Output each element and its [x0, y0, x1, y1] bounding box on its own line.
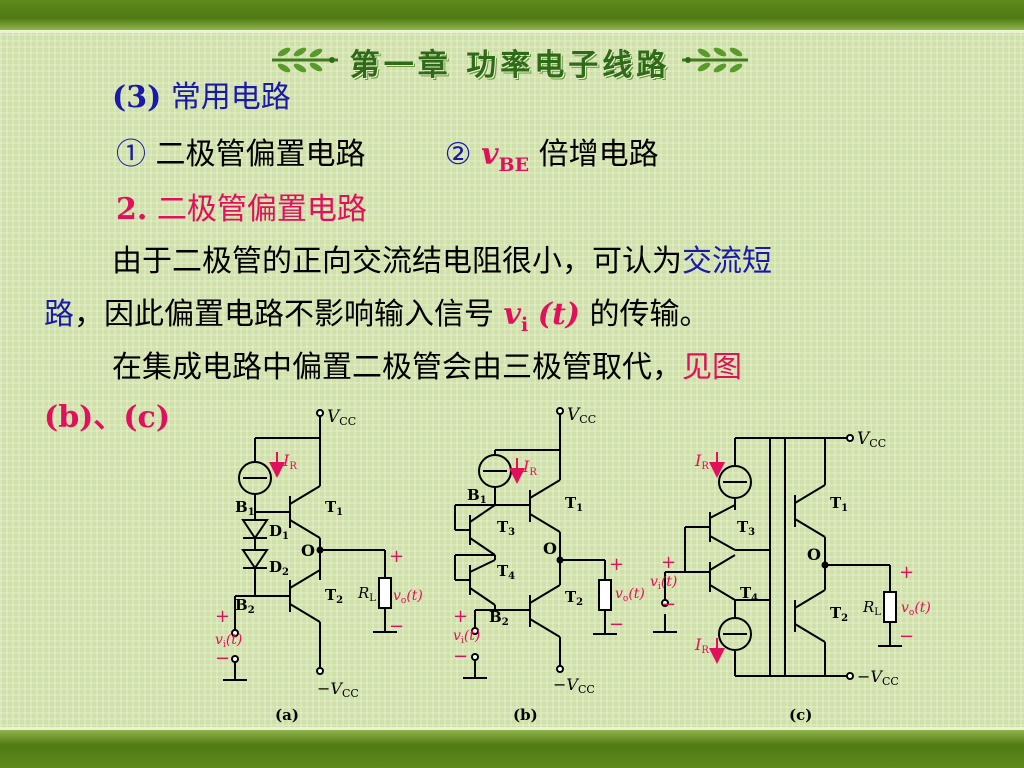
para1-part3: 的传输。: [589, 297, 710, 332]
bottom-band-line: [0, 727, 1024, 730]
para1-part2: ，因此偏置电路不影响输入信号: [74, 297, 494, 332]
caption-b: (b): [513, 706, 538, 724]
para1-var: v: [503, 297, 521, 332]
bottom-band: [0, 730, 1024, 768]
c-vi-label: vi(t): [650, 574, 677, 592]
b-b2-label: B2: [489, 608, 509, 628]
c-t2-label: T2: [830, 604, 848, 624]
para2-line1: 在集成电路中偏置二极管会由三极管取代，见图: [112, 350, 742, 386]
section-title: 常用电路: [170, 80, 291, 115]
item1-text: 二极管偏置电路: [155, 137, 366, 172]
item2-mark: ②: [444, 137, 472, 172]
para2-line2: (b)、(c): [44, 400, 170, 436]
b-vo-label: vo(t): [615, 586, 645, 604]
b-vi-minus: −: [453, 646, 468, 667]
item1-mark: ①: [116, 137, 146, 172]
para1-line2: 路，因此偏置电路不影响输入信号 vi (t) 的传输。: [44, 297, 710, 343]
heading-number: 2.: [116, 192, 148, 227]
para1-var-sub: i: [520, 314, 529, 336]
b-b1-label: B1: [467, 486, 487, 506]
a-vo-plus: +: [389, 546, 404, 567]
b-t3-label: T3: [497, 518, 515, 538]
c-vi-plus: +: [661, 552, 676, 573]
c-rl-label: RL: [862, 598, 881, 618]
circuit-list: ① 二极管偏置电路 ② vBE 倍增电路: [116, 137, 659, 183]
para2-highlight2: (b)、(c): [44, 400, 171, 435]
para1-highlight1: 交流短: [682, 244, 772, 279]
a-vo-label: vo(t): [393, 588, 423, 606]
b-vcc-label: VCC: [567, 405, 596, 426]
section-number: (3): [112, 80, 162, 115]
right-sprig-icon: [682, 47, 748, 73]
a-ir-label: IR: [282, 451, 297, 472]
section-line-3: (3) 常用电路: [112, 80, 291, 116]
b-nvcc-label: −VCC: [553, 675, 595, 696]
para1-line1: 由于二极管的正向交流结电阻很小，可认为交流短: [112, 244, 772, 280]
slide-header: 第一章 功率电子线路: [270, 38, 750, 83]
c-vo-label: vo(t): [901, 600, 931, 618]
chapter-title: 第一章 功率电子线路: [349, 48, 671, 83]
para2-part1: 在集成电路中偏置二极管会由三极管取代，: [112, 350, 682, 385]
a-d2-label: D2: [269, 558, 289, 578]
b-vi-plus: +: [453, 606, 468, 627]
circuit-a: [223, 409, 397, 681]
para1-var-arg: (t): [537, 297, 580, 332]
para1-part1: 由于二极管的正向交流结电阻很小，可认为: [112, 244, 682, 279]
a-d1-label: D1: [269, 522, 289, 542]
c-vi-minus: −: [661, 594, 676, 615]
circuit-figure: VCC IR B1 D1 D2 B2 T1 T2 O RL + − vo(t) …: [215, 405, 931, 724]
c-t3-label: T3: [737, 518, 755, 538]
c-ir-top-label: IR: [694, 451, 709, 472]
a-vi-label: vi(t): [215, 632, 242, 650]
b-ir-label: IR: [522, 457, 537, 478]
heading-text: 二极管偏置电路: [156, 192, 367, 227]
c-t4-label: T4: [740, 584, 758, 604]
a-o-label: O: [301, 541, 315, 560]
item2-sub: BE: [498, 154, 530, 176]
b-t4-label: T4: [497, 562, 515, 582]
heading-2: 2. 二极管偏置电路: [116, 192, 367, 228]
c-vo-minus: −: [899, 626, 914, 647]
a-vo-minus: −: [389, 616, 404, 637]
a-t2-label: T2: [325, 586, 343, 606]
top-band-line: [0, 30, 1024, 33]
b-t2-label: T2: [565, 588, 583, 608]
caption-a: (a): [275, 706, 299, 724]
c-t1-label: T1: [830, 494, 848, 514]
circuit-c: [653, 434, 902, 680]
a-t1-label: T1: [325, 498, 343, 518]
b-vo-plus: +: [609, 554, 624, 575]
b-t1-label: T1: [565, 494, 583, 514]
a-b1-label: B1: [235, 498, 255, 518]
a-vcc-label: VCC: [327, 407, 356, 428]
para1-highlight2: 路: [44, 297, 74, 332]
c-nvcc-label: −VCC: [857, 667, 899, 688]
item2-text: 倍增电路: [538, 137, 659, 172]
a-rl-label: RL: [357, 584, 376, 604]
a-vi-minus: −: [215, 648, 230, 669]
item2-var: v: [481, 137, 499, 172]
para2-highlight1: 见图: [682, 350, 742, 385]
circuit-diagrams: VCC IR B1 D1 D2 B2 T1 T2 O RL + − vo(t) …: [195, 400, 975, 730]
c-ir-bottom-label: IR: [694, 635, 709, 656]
c-o-label: O: [807, 545, 821, 564]
c-vo-plus: +: [899, 562, 914, 583]
a-vi-plus: +: [215, 606, 230, 627]
b-vo-minus: −: [609, 614, 624, 635]
b-vi-label: vi(t): [453, 628, 480, 646]
b-o-label: O: [543, 539, 557, 558]
a-b2-label: B2: [235, 596, 255, 616]
c-vcc-label: VCC: [857, 429, 886, 450]
caption-c: (c): [789, 706, 812, 724]
top-band: [0, 0, 1024, 30]
a-nvcc-label: −VCC: [317, 679, 359, 700]
left-sprig-icon: [272, 47, 338, 73]
